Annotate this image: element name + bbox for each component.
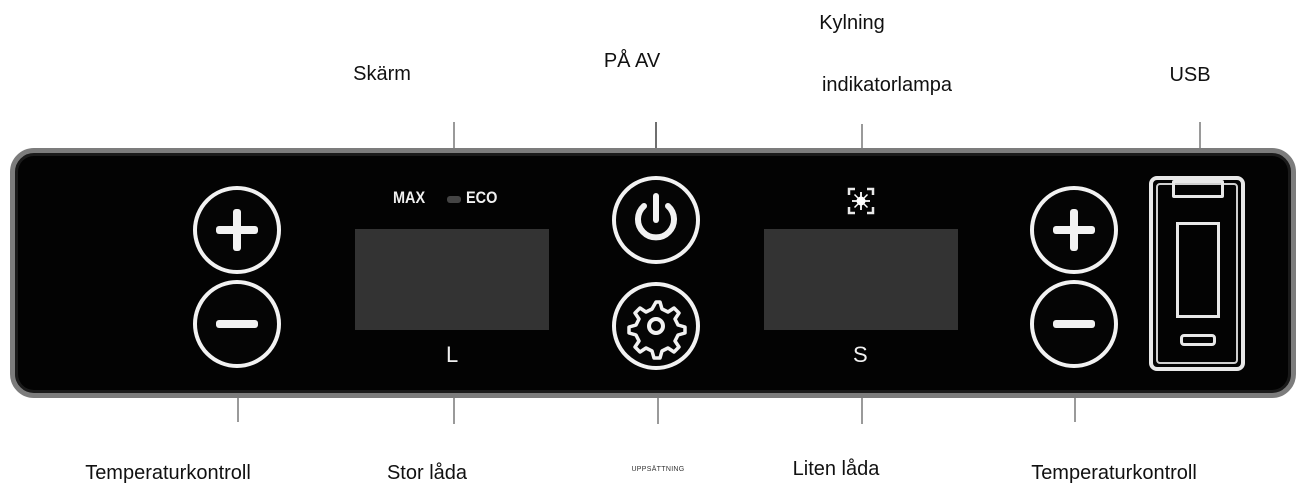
- small-box-leader-line: [861, 376, 863, 424]
- usb-port-inner-frame: [1156, 183, 1238, 364]
- cooling-indicator-label-line1: Kylning: [819, 12, 885, 34]
- cooling-indicator-label-line2: indikatorlampa: [821, 74, 953, 96]
- minus-icon: [1053, 320, 1095, 328]
- right-zone-letter: S: [853, 342, 868, 367]
- power-button[interactable]: [612, 176, 700, 264]
- usb-label: USB: [1169, 64, 1211, 86]
- small-box-label: Liten låda: [792, 458, 880, 480]
- usb-cover-tab[interactable]: [1172, 180, 1224, 198]
- left-temp-minus-button[interactable]: [193, 280, 281, 368]
- settings-leader-line: [657, 374, 659, 424]
- right-temp-minus-button[interactable]: [1030, 280, 1118, 368]
- left-zone-letter: L: [446, 342, 459, 367]
- power-label: PÅ AV: [603, 50, 661, 72]
- usb-port-frame: [1149, 176, 1245, 371]
- small-box-display: [764, 229, 958, 330]
- power-icon: [635, 193, 677, 241]
- temp-left-leader-line: [237, 398, 239, 422]
- temperature-control-left-label: Temperaturkontroll: [85, 462, 251, 484]
- plus-icon: [1053, 209, 1095, 251]
- temp-right-leader-line: [1074, 398, 1076, 422]
- temperature-control-right-label: Temperaturkontroll: [1031, 462, 1197, 484]
- gear-icon: [627, 300, 687, 360]
- mode-indicator-led: [447, 196, 461, 203]
- mode-max-text: MAX: [393, 188, 426, 207]
- usb-charge-slot: [1180, 334, 1216, 346]
- plus-icon: [216, 209, 258, 251]
- settings-button[interactable]: [612, 282, 700, 370]
- cooling-indicator-icon: [847, 187, 875, 215]
- usb-port-icon[interactable]: [1176, 222, 1220, 318]
- right-temp-plus-button[interactable]: [1030, 186, 1118, 274]
- large-box-display: [355, 229, 549, 330]
- screen-label: Skärm: [353, 63, 411, 85]
- mode-eco-text: ECO: [466, 188, 498, 207]
- large-box-label: Stor låda: [386, 462, 468, 484]
- settings-label: UPPSÄTTNING: [631, 466, 685, 473]
- left-temp-plus-button[interactable]: [193, 186, 281, 274]
- minus-icon: [216, 320, 258, 328]
- large-box-leader-line: [453, 374, 455, 424]
